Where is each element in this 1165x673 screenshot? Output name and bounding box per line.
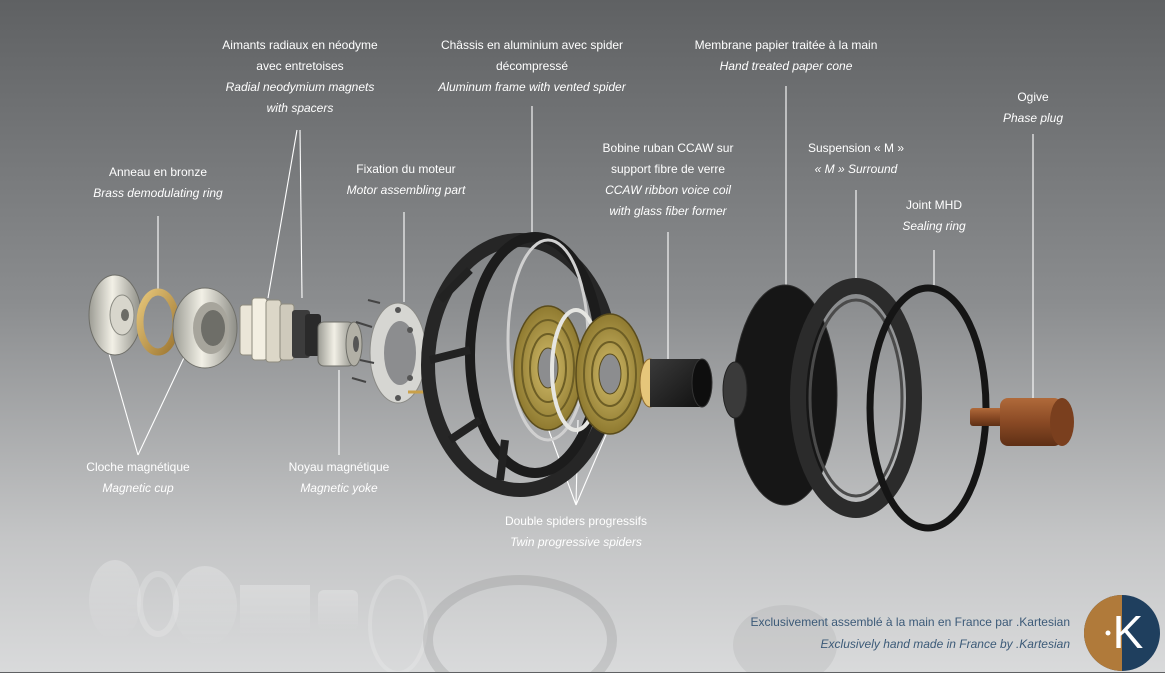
label-magnetic-cup-fr: Cloche magnétique: [86, 460, 190, 474]
label-motor-plate-en: Motor assembling part: [346, 183, 466, 197]
label-aluminum-frame-fr-2: décompressé: [495, 59, 569, 73]
label-sealing-ring-fr: Joint MHD: [905, 198, 962, 212]
label-motor-plate-fr: Fixation du moteur: [356, 162, 456, 176]
m-surround: [790, 278, 922, 518]
label-surround-en: « M » Surround: [814, 162, 898, 176]
brass-demodulating-ring: [136, 288, 180, 356]
label-brass-ring: Anneau en bronze Brass demodulating ring: [78, 162, 238, 204]
label-voice-coil: Bobine ruban CCAW sur support fibre de v…: [588, 138, 748, 222]
ccaw-ribbon-voice-coil: [639, 358, 713, 408]
label-sealing-ring-en: Sealing ring: [902, 219, 966, 233]
sealing-ring: [866, 284, 990, 532]
label-surround-fr: Suspension « M »: [807, 141, 905, 155]
motor-assembling-plate: [351, 299, 428, 404]
twin-progressive-spiders: [513, 305, 645, 435]
logo-letter: K: [1113, 606, 1144, 658]
label-voice-coil-fr-1: Bobine ruban CCAW sur: [602, 141, 734, 155]
label-magnetic-cup: Cloche magnétique Magnetic cup: [68, 457, 208, 499]
label-voice-coil-en-2: with glass fiber former: [609, 204, 727, 218]
credit-fr: Exclusivement assemblé à la main en Fran…: [750, 615, 1070, 629]
label-magnetic-cup-en: Magnetic cup: [102, 481, 174, 495]
label-magnetic-yoke-fr: Noyau magnétique: [288, 460, 390, 474]
label-phase-plug-en: Phase plug: [1002, 111, 1064, 125]
label-surround: Suspension « M » « M » Surround: [796, 138, 916, 180]
label-radial-magnets-en-1: Radial neodymium magnets: [225, 80, 375, 94]
label-magnetic-yoke-en: Magnetic yoke: [300, 481, 378, 495]
label-brass-ring-en: Brass demodulating ring: [93, 186, 223, 200]
magnetic-cup: [88, 274, 142, 356]
label-paper-cone: Membrane papier traitée à la main Hand t…: [686, 35, 886, 77]
label-radial-magnets-fr-2: avec entretoises: [256, 59, 344, 73]
phase-plug: [970, 398, 1074, 446]
label-twin-spiders-en: Twin progressive spiders: [510, 535, 642, 549]
label-twin-spiders-fr: Double spiders progressifs: [504, 514, 648, 528]
magnet-ring-housing: [172, 287, 238, 369]
label-motor-plate: Fixation du moteur Motor assembling part: [326, 159, 486, 201]
label-voice-coil-fr-2: support fibre de verre: [610, 162, 726, 176]
label-magnetic-yoke: Noyau magnétique Magnetic yoke: [269, 457, 409, 499]
label-voice-coil-en-1: CCAW ribbon voice coil: [605, 183, 731, 197]
label-aluminum-frame-en-1: Aluminum frame with vented spider: [438, 80, 626, 94]
label-sealing-ring: Joint MHD Sealing ring: [884, 195, 984, 237]
radial-neodymium-magnets: [239, 297, 321, 363]
label-radial-magnets-fr-1: Aimants radiaux en néodyme: [222, 38, 378, 52]
label-radial-magnets-en-2: with spacers: [266, 101, 334, 115]
label-radial-magnets: Aimants radiaux en néodyme avec entretoi…: [200, 35, 400, 119]
label-twin-spiders: Double spiders progressifs Twin progress…: [491, 511, 661, 553]
credit-block: Exclusivement assemblé à la main en Fran…: [751, 611, 1070, 655]
credit-en: Exclusively hand made in France by .Kart…: [820, 637, 1070, 651]
label-aluminum-frame: Châssis en aluminium avec spider décompr…: [422, 35, 642, 98]
label-phase-plug-fr: Ogive: [1017, 90, 1049, 104]
label-brass-ring-fr: Anneau en bronze: [108, 165, 208, 179]
magnetic-yoke: [317, 321, 363, 367]
kartesian-logo: K: [1084, 595, 1160, 671]
label-paper-cone-en: Hand treated paper cone: [719, 59, 853, 73]
floor-reflection: [89, 560, 837, 672]
label-paper-cone-fr: Membrane papier traitée à la main: [694, 38, 878, 52]
label-aluminum-frame-fr-1: Châssis en aluminium avec spider: [440, 38, 624, 52]
label-phase-plug: Ogive Phase plug: [983, 87, 1083, 129]
